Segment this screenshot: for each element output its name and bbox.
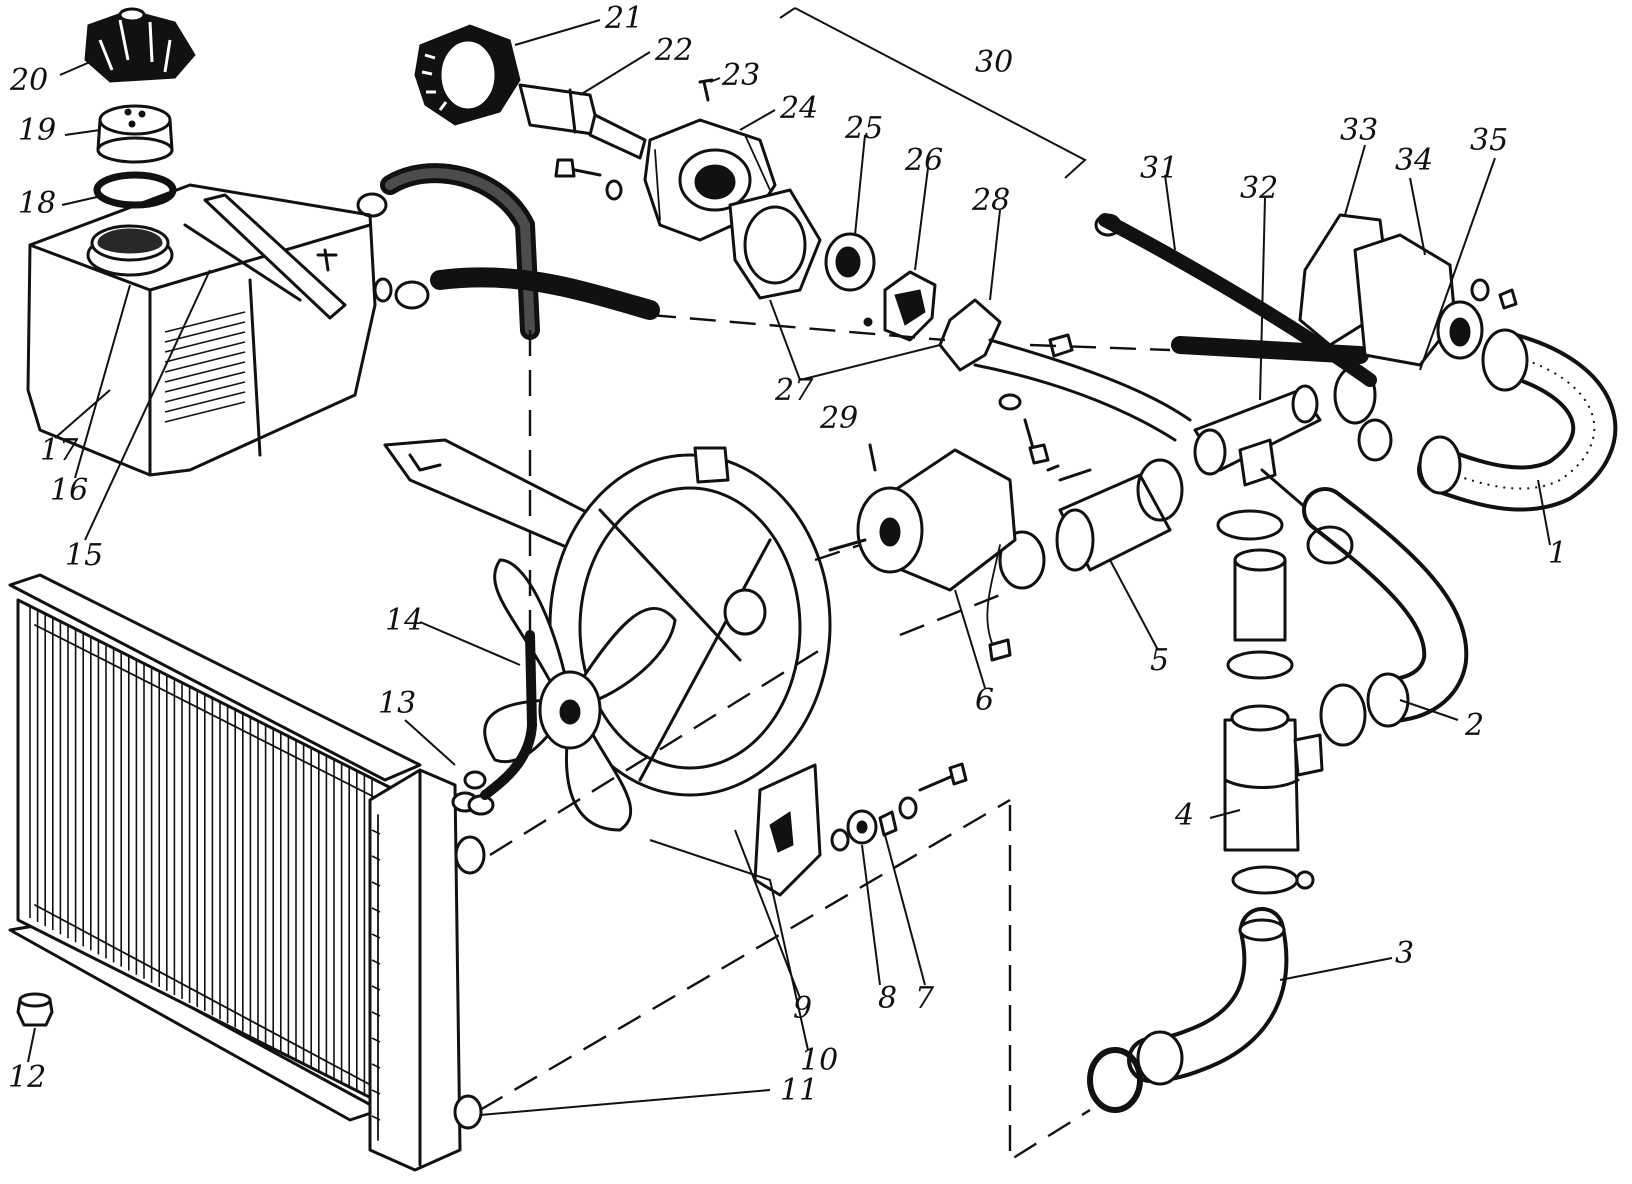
- leader-line-20: [59, 61, 91, 76]
- callout-label-33: 33: [1340, 113, 1378, 148]
- leader-line-19: [64, 129, 101, 136]
- leader-line-24: [739, 109, 776, 131]
- callout-leaders: [27, 19, 1551, 1116]
- leader-line-33: [1344, 144, 1366, 216]
- callout-label-34: 34: [1395, 143, 1433, 178]
- callout-label-35: 35: [1470, 123, 1508, 158]
- leader-line-25: [854, 134, 866, 236]
- callout-label-7: 7: [915, 981, 935, 1016]
- callout-label-22: 22: [654, 33, 693, 68]
- leader-line-26: [914, 167, 929, 271]
- thermostat: [1216, 509, 1324, 895]
- callout-label-5: 5: [1150, 643, 1169, 678]
- callout-label-20: 20: [9, 63, 48, 98]
- tank-valve: [96, 104, 174, 164]
- callout-label-25: 25: [844, 111, 883, 146]
- callout-label-16: 16: [50, 473, 88, 508]
- fan-impeller: [483, 558, 677, 832]
- callout-label-12: 12: [8, 1060, 46, 1095]
- drain-plug: [16, 992, 54, 1027]
- leader-line-11: [479, 1089, 771, 1116]
- callout-label-18: 18: [18, 186, 56, 221]
- leader-line-4: [1209, 809, 1241, 819]
- leader-line-12: [27, 1027, 36, 1063]
- leader-line-35: [1419, 157, 1496, 371]
- leader-line-7: [884, 834, 926, 986]
- fasteners: [463, 443, 968, 852]
- leader-line-6: [954, 589, 986, 689]
- bypass-hose: [1094, 213, 1377, 387]
- leader-line-8: [861, 844, 881, 986]
- callout-label-24: 24: [779, 91, 818, 126]
- thermostat-housing: [1298, 213, 1518, 367]
- leader-line-21: [514, 19, 601, 46]
- callout-label-4: 4: [1174, 798, 1194, 833]
- leader-line-2: [1399, 699, 1459, 721]
- leader-line-28: [989, 209, 1001, 301]
- leader-line-13: [404, 719, 456, 766]
- callout-label-29: 29: [819, 401, 858, 436]
- callout-label-26: 26: [904, 143, 943, 178]
- callout-label-17: 17: [40, 433, 79, 468]
- bracket-30-end: [779, 7, 796, 19]
- tank-hoses: [356, 163, 660, 340]
- pump-pulley: [414, 24, 521, 126]
- callout-label-32: 32: [1240, 171, 1278, 206]
- pump-inlet-pipe: [938, 298, 1192, 465]
- leader-line-3: [1279, 957, 1393, 981]
- leader-line-34: [1409, 177, 1426, 256]
- leader-line-23: [709, 77, 721, 83]
- tank-gasket: [93, 171, 177, 209]
- leader-line-10: [649, 839, 809, 1051]
- callout-label-3: 3: [1395, 936, 1414, 971]
- callout-label-14: 14: [385, 603, 423, 638]
- leader-line-27: [769, 299, 801, 381]
- callout-label-31: 31: [1140, 151, 1178, 186]
- callout-label-13: 13: [378, 686, 416, 721]
- leader-line-5: [1109, 559, 1159, 651]
- radiator: [8, 573, 486, 1172]
- callout-label-19: 19: [18, 113, 56, 148]
- callout-label-23: 23: [721, 58, 760, 93]
- callout-label-2: 2: [1464, 708, 1484, 743]
- tee-pipe: [1193, 384, 1322, 522]
- callout-label-30: 30: [975, 45, 1013, 80]
- expansion-tank: [26, 183, 393, 477]
- callout-label-11: 11: [780, 1073, 818, 1108]
- leader-line-1: [1537, 479, 1551, 546]
- lower-hose: [1087, 907, 1289, 1113]
- upper-hose: [1333, 328, 1618, 512]
- leader-line-15: [84, 269, 211, 541]
- callout-label-8: 8: [878, 981, 897, 1016]
- vent-hose: [480, 630, 538, 800]
- callout-labels: 1234567891011121314151617181920212223242…: [8, 1, 1567, 1108]
- short-hose: [998, 458, 1184, 590]
- heater-return-hose: [1302, 487, 1469, 747]
- callout-label-6: 6: [975, 683, 994, 718]
- leader-line-22: [579, 51, 651, 96]
- fan-motor: [828, 448, 1017, 662]
- callout-label-28: 28: [971, 183, 1010, 218]
- leader-line-16: [74, 284, 131, 479]
- callout-label-1: 1: [1548, 536, 1567, 571]
- tank-cap: [84, 7, 196, 83]
- bracket-30: [794, 7, 1087, 179]
- water-pump: [414, 24, 937, 342]
- leader-line-31: [1164, 174, 1176, 251]
- callout-label-15: 15: [65, 538, 103, 573]
- leader-line-17: [54, 389, 111, 439]
- callout-label-27: 27: [774, 373, 814, 408]
- callout-label-9: 9: [793, 991, 812, 1026]
- leader-line-14: [419, 621, 521, 666]
- assembly-lines: [479, 313, 1171, 1163]
- callout-label-10: 10: [800, 1043, 838, 1078]
- leader-line-27: [799, 344, 941, 381]
- callout-label-21: 21: [604, 1, 643, 36]
- leader-line-18: [61, 196, 98, 206]
- leader-line-32: [1259, 197, 1266, 401]
